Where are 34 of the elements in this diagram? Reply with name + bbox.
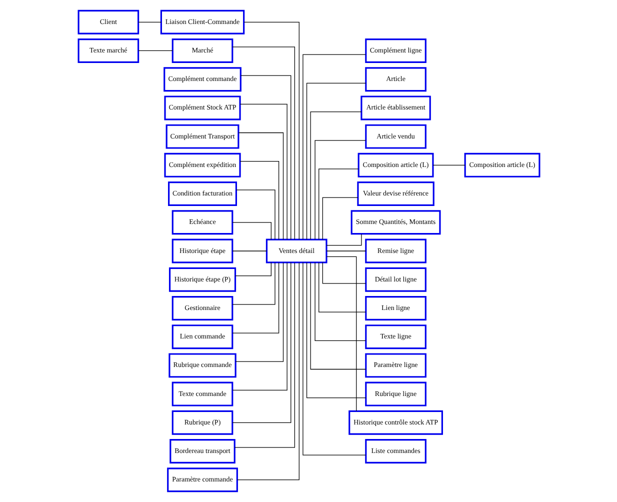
connector [239,161,279,240]
connector [234,262,295,448]
connector [236,262,299,480]
connector [302,54,366,240]
connector [238,132,284,240]
connector [314,140,366,240]
connector [310,111,362,240]
connector [234,262,271,276]
connector [322,262,366,284]
connector [236,190,275,240]
connector [232,222,271,240]
connector [232,262,291,423]
connector [232,262,279,334]
connector [306,262,366,398]
connector [326,234,362,246]
connector [240,75,291,240]
connector [232,46,295,240]
connector [326,256,356,412]
connector [318,168,358,240]
connector [232,250,267,252]
connector [310,262,366,370]
connector [302,262,366,456]
connector [306,82,366,240]
connector [234,262,284,362]
connector [239,104,287,240]
connector [318,262,366,312]
connector [232,262,275,305]
connector [138,50,172,52]
connector [314,262,366,341]
connector [326,250,366,252]
connector [243,22,299,240]
connector [232,262,287,391]
connector [322,197,358,240]
connector [432,164,465,166]
